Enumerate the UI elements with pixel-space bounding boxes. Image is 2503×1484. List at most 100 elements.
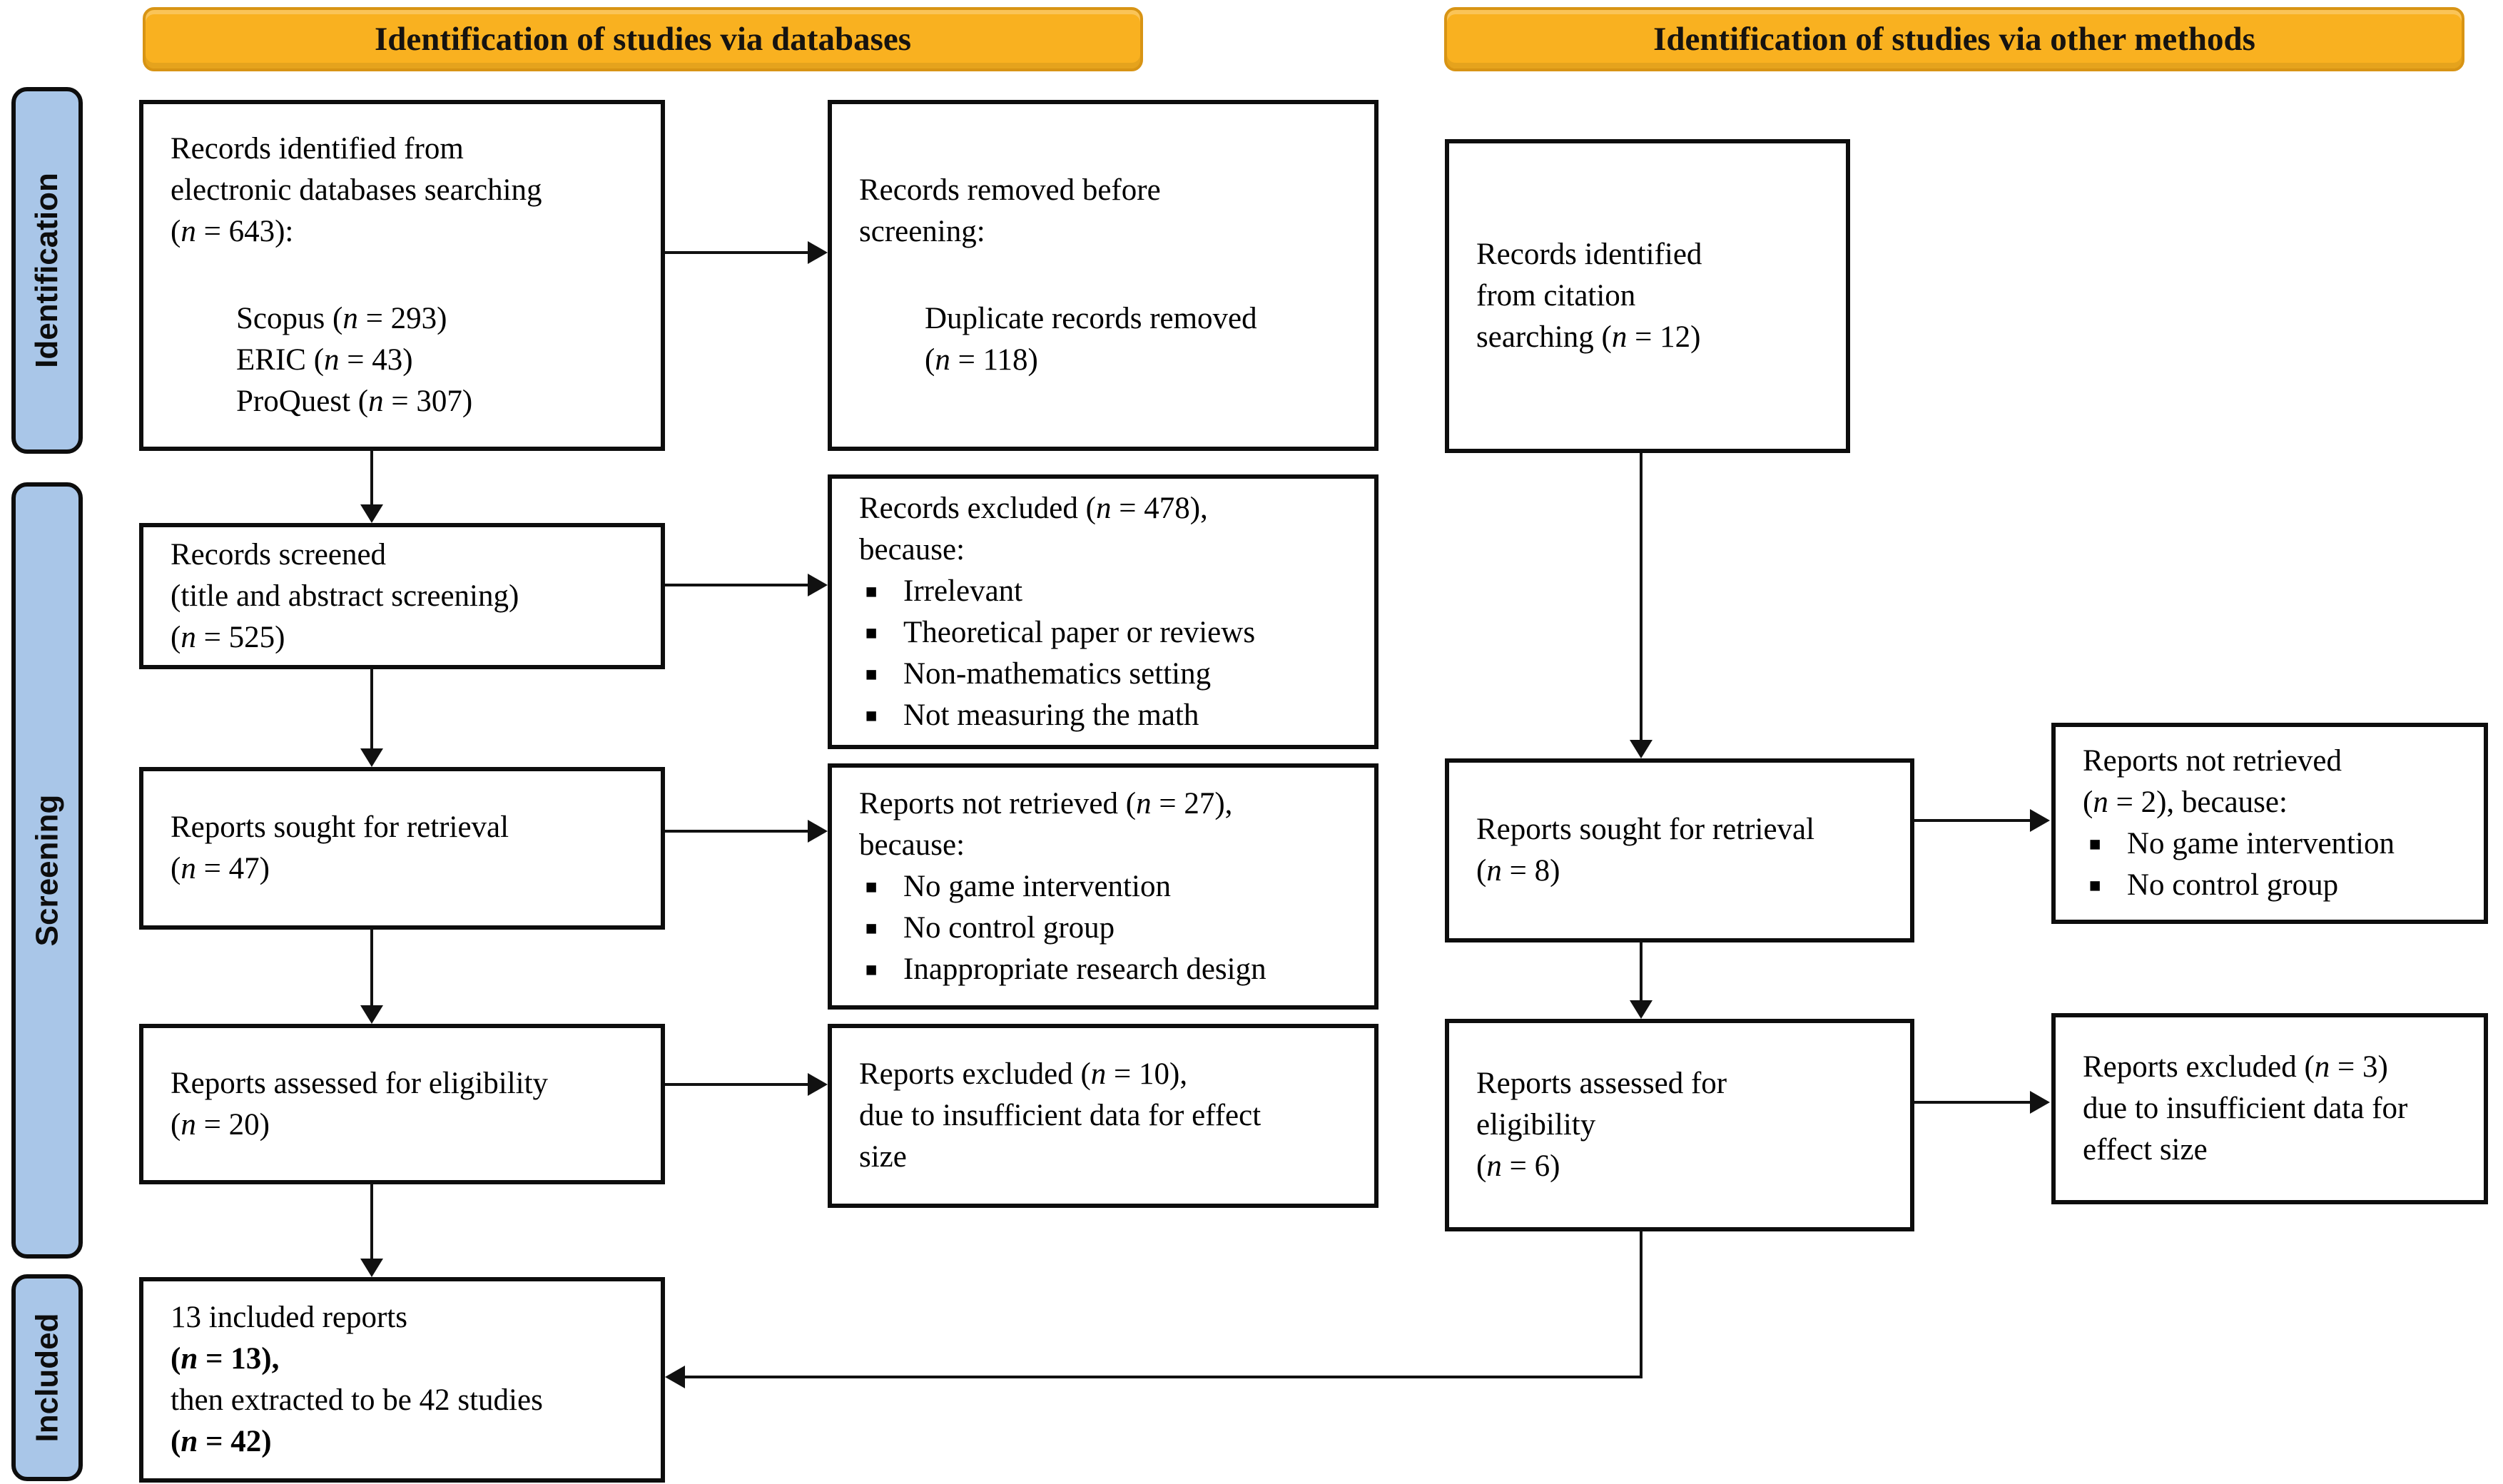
banner-title: Identification of studies via databases xyxy=(374,21,912,58)
box-text-line: Reports assessed for xyxy=(1476,1067,1727,1100)
box-text-line: because: xyxy=(859,532,965,566)
box-text-line: (n = 643): xyxy=(171,215,294,248)
box-reports-not-retrieved-other: Reports not retrieved (n = 2), because: ▪ N… xyxy=(2051,723,2488,924)
box-text-line: electronic databases searching xyxy=(171,173,542,207)
arrow-line xyxy=(1914,1101,2033,1104)
box-text-line: then extracted to be 42 studies xyxy=(171,1383,543,1417)
box-text-line: Reports sought for retrieval xyxy=(171,810,509,844)
box-text-line: (n = 525) xyxy=(171,620,285,654)
stage-label: Identification xyxy=(29,173,64,368)
box-text-line: Records screened xyxy=(171,537,387,571)
bullet-square-icon: ▪ xyxy=(865,662,878,685)
box-text-line: Records identified from xyxy=(171,132,464,166)
arrowhead-right-icon xyxy=(2030,809,2050,832)
box-text-line: Reports excluded (n = 10), xyxy=(859,1057,1188,1091)
bullet-text: Theoretical paper or reviews xyxy=(903,615,1256,649)
bullet-text: No control group xyxy=(903,910,1115,945)
box-text-line: 13 included reports xyxy=(171,1301,407,1334)
box-text-line: because: xyxy=(859,828,965,862)
bullet-text: No game intervention xyxy=(2127,827,2395,860)
bullet-text: No game intervention xyxy=(903,869,1171,903)
arrowhead-right-icon xyxy=(808,820,828,843)
arrowhead-right-icon xyxy=(2030,1091,2050,1114)
bullet-square-icon: ▪ xyxy=(2088,833,2102,855)
arrowhead-right-icon xyxy=(808,241,828,264)
box-reports-not-retrieved: Reports not retrieved (n = 27),because:▪… xyxy=(828,763,1379,1010)
box-records-identified-databases: Records identified from electronic databa… xyxy=(139,100,665,451)
arrow-line xyxy=(1640,1231,1643,1378)
arrow-line xyxy=(1914,819,2033,822)
box-bullet-line: ▪ No game intervention xyxy=(2083,823,2469,865)
box-text-line xyxy=(859,253,1360,298)
bullet-text: Not measuring the math xyxy=(903,698,1199,732)
box-text-line: Reports assessed for eligibility xyxy=(171,1066,549,1100)
arrow-line xyxy=(1640,453,1643,742)
arrowhead-down-icon xyxy=(1630,1000,1652,1019)
stage-tab-screening: Screening xyxy=(11,482,83,1259)
box-text-line: eligibility xyxy=(1476,1108,1596,1142)
arrow-line xyxy=(370,1183,373,1261)
arrow-line xyxy=(665,830,809,833)
bullet-square-icon: ▪ xyxy=(865,957,878,980)
box-reports-excluded-other: Reports excluded (n = 3)due to insuffici… xyxy=(2051,1013,2488,1204)
stage-label: Screening xyxy=(29,794,64,947)
stage-tab-identification: Identification xyxy=(11,87,83,454)
arrowhead-down-icon xyxy=(360,1005,383,1024)
banner-identification-via-databases: Identification of studies via databases xyxy=(143,7,1143,71)
box-text-line: effect size xyxy=(2083,1133,2208,1167)
arrowhead-down-icon xyxy=(360,748,383,767)
bullet-square-icon: ▪ xyxy=(865,875,878,898)
box-bullet-line: ▪Not measuring the math xyxy=(859,695,1360,736)
box-text-line: (n = 118) xyxy=(925,343,1038,377)
banner-identification-via-other-methods: Identification of studies via other meth… xyxy=(1444,7,2464,71)
box-bullet-line: ▪ No game intervention xyxy=(859,866,1360,908)
box-text-line: Records identified xyxy=(1476,238,1702,271)
box-text-line: (n = 42) xyxy=(171,1425,272,1458)
bullet-square-icon: ▪ xyxy=(865,916,878,939)
arrowhead-left-icon xyxy=(665,1366,685,1388)
arrowhead-down-icon xyxy=(1630,740,1652,758)
box-text-line: (title and abstract screening) xyxy=(171,579,519,613)
arrow-line xyxy=(370,449,373,507)
box-text-line: Reports sought for retrieval xyxy=(1476,813,1815,846)
box-text-line: (n = 20) xyxy=(171,1107,270,1142)
arrowhead-right-icon xyxy=(808,574,828,596)
arrow-line xyxy=(370,928,373,1007)
banner-title: Identification of studies via other meth… xyxy=(1653,21,2255,58)
box-bullet-line: ▪Irrelevant xyxy=(859,571,1360,612)
box-reports-sought-for-retrieval: Reports sought for retrieval (n = 47) xyxy=(139,767,665,930)
bullet-square-icon: ▪ xyxy=(865,579,878,602)
box-text-line xyxy=(171,253,646,298)
arrowhead-right-icon xyxy=(808,1073,828,1096)
box-reports-sought-for-retrieval-other: Reports sought for retrieval (n = 8) xyxy=(1445,758,1914,942)
box-text-line: searching (n = 12) xyxy=(1476,320,1701,354)
box-text-line: screening: xyxy=(859,215,985,248)
box-text-line: ERIC (n = 43) xyxy=(236,343,413,377)
box-reports-assessed-for-eligibility: Reports assessed for eligibility (n = 20) xyxy=(139,1024,665,1184)
box-text-line: (n = 13), xyxy=(171,1342,280,1376)
stage-label: Included xyxy=(29,1313,64,1443)
box-text-line: ProQuest (n = 307) xyxy=(236,385,473,418)
bullet-text: Non-mathematics setting xyxy=(903,656,1212,691)
stage-tab-included: Included xyxy=(11,1274,83,1481)
box-text-line: (n = 47) xyxy=(171,852,270,885)
box-text-line: Duplicate records removed xyxy=(925,302,1257,335)
box-text-line: size xyxy=(859,1140,907,1174)
arrowhead-down-icon xyxy=(360,1259,383,1277)
box-included-reports: 13 included reports (n = 13), then extract… xyxy=(139,1277,665,1483)
arrow-line xyxy=(1640,941,1643,1002)
box-text-line: due to insufficient data for effect xyxy=(859,1099,1261,1132)
box-records-screened: Records screened (title and abstract scre… xyxy=(139,523,665,669)
box-bullet-line: ▪ Non-mathematics setting xyxy=(859,654,1360,695)
box-bullet-line: ▪Inappropriate research design xyxy=(859,949,1360,990)
box-text-line: (n = 8) xyxy=(1476,854,1560,888)
box-text-line: Reports not retrieved xyxy=(2083,744,2342,778)
box-text-line: (n = 2), because: xyxy=(2083,786,2288,819)
box-text-line: Reports excluded (n = 3) xyxy=(2083,1050,2388,1084)
box-text-line: Scopus (n = 293) xyxy=(236,302,447,335)
arrow-line xyxy=(665,251,809,254)
box-bullet-line: ▪ No control group xyxy=(859,908,1360,949)
